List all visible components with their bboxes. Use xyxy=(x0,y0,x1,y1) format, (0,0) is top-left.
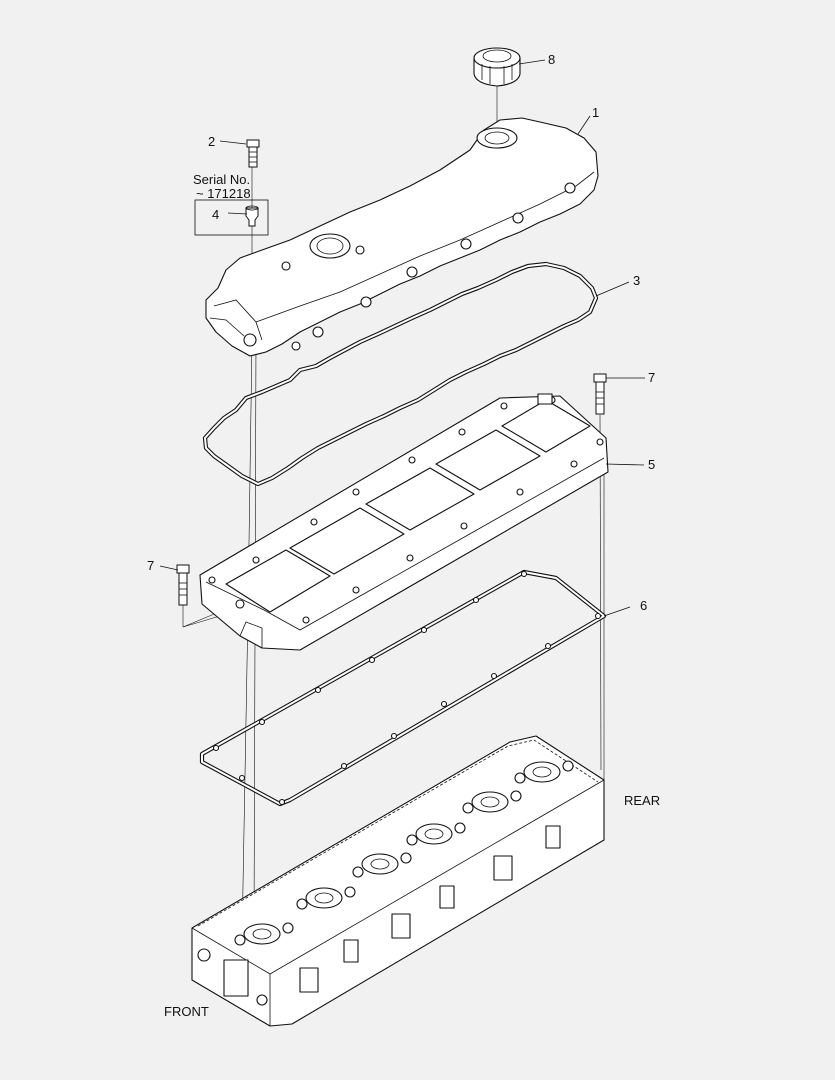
serial-note-line-1: Serial No. xyxy=(193,172,250,187)
rear-label: REAR xyxy=(624,793,660,808)
carrier-gasket xyxy=(199,569,607,807)
valve-cover xyxy=(205,117,599,357)
callout-7-front: 7 xyxy=(147,558,154,573)
oil-filler-cap xyxy=(473,47,521,87)
carrier-bolt-holes xyxy=(208,396,604,624)
cover-bolt xyxy=(246,139,260,168)
gasket-bolt-holes xyxy=(212,570,602,806)
callout-leaders xyxy=(159,59,645,617)
callout-8: 8 xyxy=(548,52,555,67)
cover-gasket xyxy=(202,261,599,487)
front-label: FRONT xyxy=(164,1004,209,1019)
callout-3: 3 xyxy=(633,273,640,288)
cylinder-head xyxy=(191,735,605,1027)
cover-bolt-bosses xyxy=(243,182,576,351)
callout-1: 1 xyxy=(592,105,599,120)
carrier-bolt-rear xyxy=(593,373,607,415)
carrier-bolt-front xyxy=(176,564,190,606)
callout-2: 2 xyxy=(208,134,215,149)
callout-5: 5 xyxy=(648,457,655,472)
cover-carrier-frame xyxy=(199,393,609,651)
cylinder-head-side-ports xyxy=(299,825,561,993)
callout-7-rear: 7 xyxy=(648,370,655,385)
serial-limited-part-box xyxy=(194,199,269,236)
callout-4: 4 xyxy=(212,207,219,222)
cylinder-valve-features xyxy=(234,760,574,946)
callout-6: 6 xyxy=(640,598,647,613)
serial-note-line-2: ~ 171218 xyxy=(196,186,251,201)
